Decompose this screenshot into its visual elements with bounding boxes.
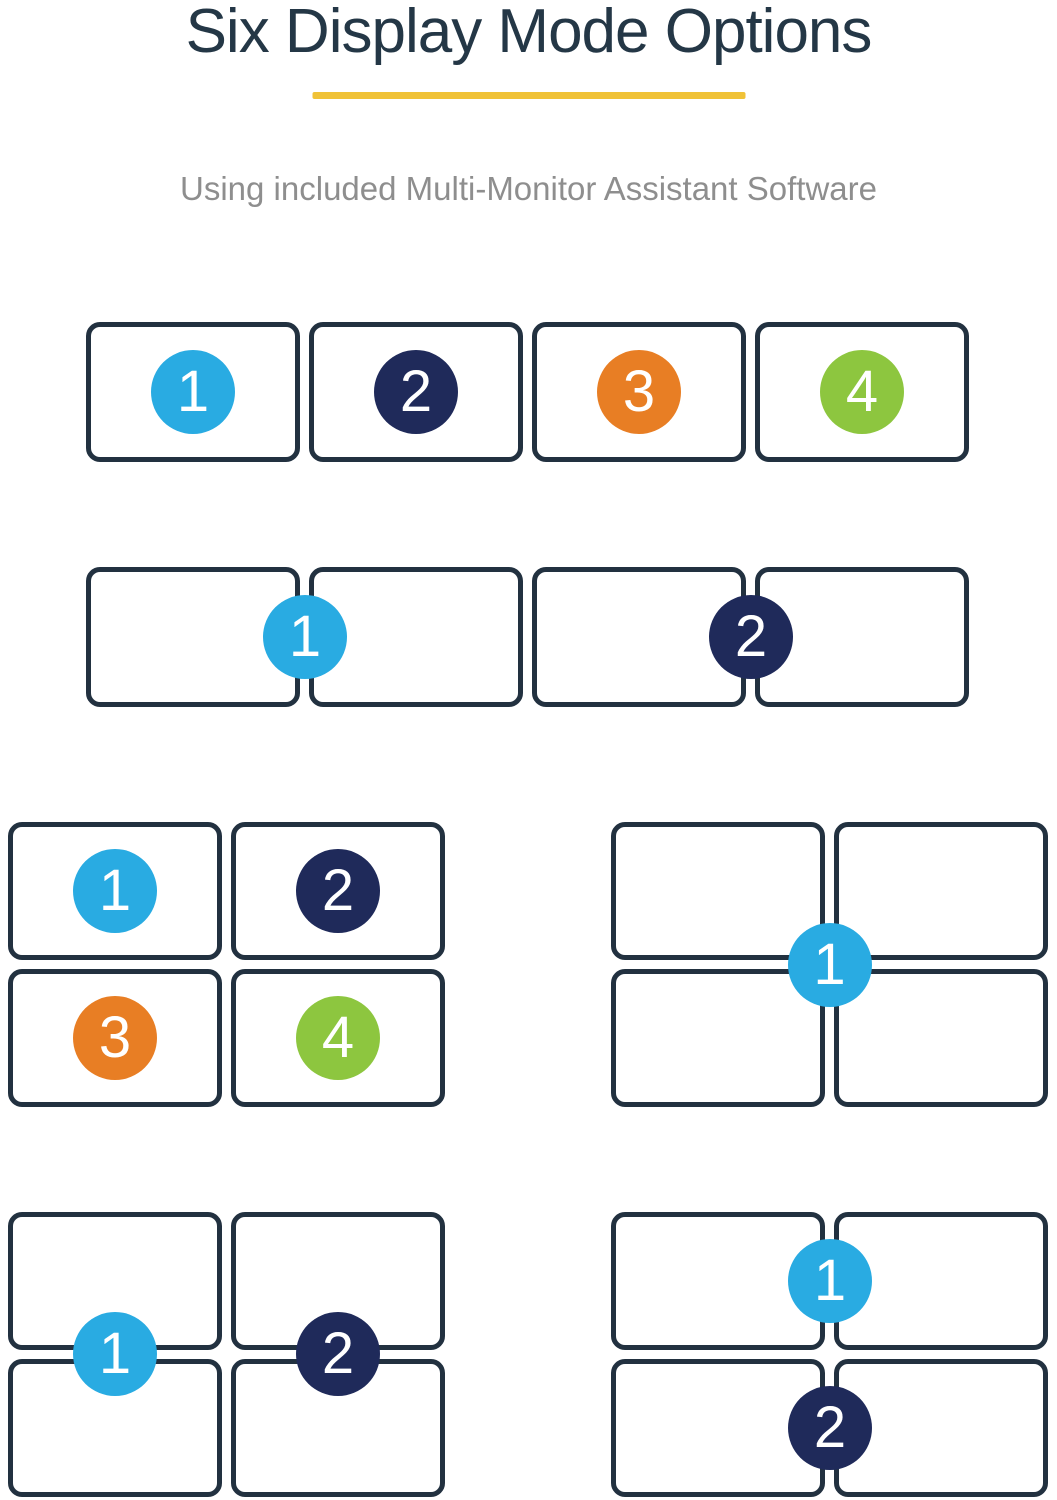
display-number-badge: 1 [151,350,235,434]
title-accent-underline [312,92,745,99]
monitor [611,822,825,960]
mode-two-spanned-row: 1 2 [86,567,969,707]
display-number-badge: 1 [73,1312,157,1396]
display-number-badge: 2 [709,595,793,679]
monitor [611,969,825,1107]
display-number-badge: 2 [296,849,380,933]
display-number-badge: 3 [73,996,157,1080]
mode-four-extended-grid: 1 2 3 4 [8,822,445,1107]
display-number-badge: 4 [296,996,380,1080]
display-number-badge: 4 [820,350,904,434]
display-number-badge: 1 [73,849,157,933]
display-number-badge: 1 [788,1239,872,1323]
monitor: 3 [8,969,222,1107]
display-number-badge: 1 [787,922,872,1007]
display-number-badge: 1 [263,595,347,679]
page-subtitle: Using included Multi-Monitor Assistant S… [180,170,877,207]
mode-two-spanned-rows: 1 2 [611,1212,1048,1497]
monitor: 2 [309,322,523,462]
page-title: Six Display Mode Options [185,0,873,66]
monitor: 2 [231,822,445,960]
monitor [834,822,1048,960]
monitor: 4 [755,322,969,462]
mode-four-extended-row: 1 2 3 4 [86,322,969,462]
mode-one-spanned-grid: 1 [611,822,1048,1107]
display-number-badge: 3 [597,350,681,434]
monitor: 4 [231,969,445,1107]
monitor [834,969,1048,1107]
monitor: 3 [532,322,746,462]
display-number-badge: 2 [374,350,458,434]
display-number-badge: 2 [296,1312,380,1396]
monitor: 1 [86,322,300,462]
display-number-badge: 2 [788,1386,872,1470]
monitor: 1 [8,822,222,960]
mode-two-spanned-columns: 1 2 [8,1212,445,1497]
